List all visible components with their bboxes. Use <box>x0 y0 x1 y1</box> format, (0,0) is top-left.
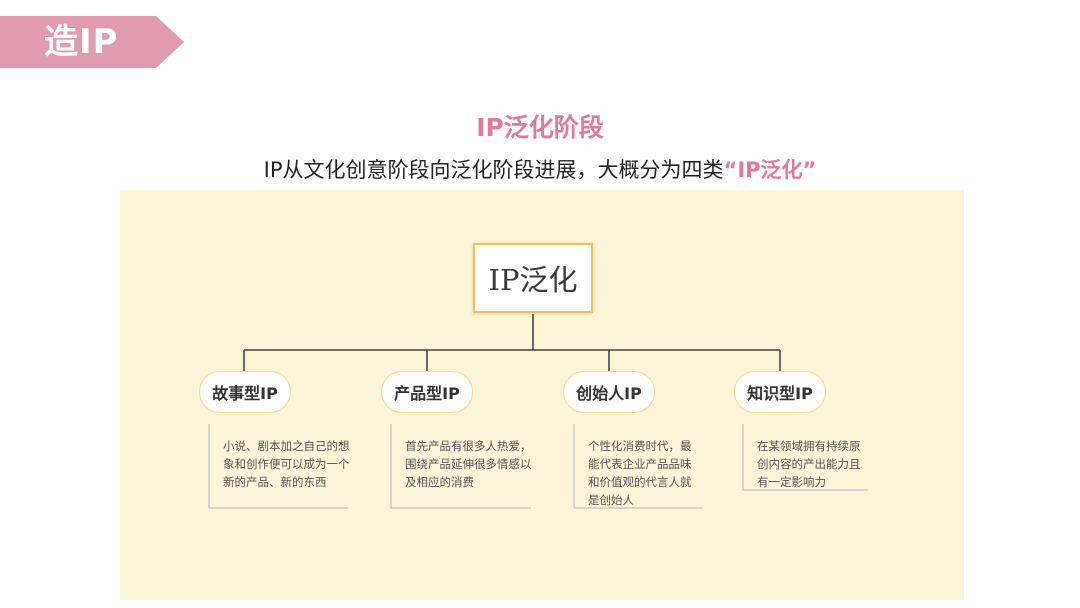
section-banner <box>0 16 184 68</box>
desc-bracket-2 <box>390 424 531 509</box>
category-description-founder: 个性化消费时代，最能代表企业产品品味和价值观的代言人就是创始人 <box>588 439 692 507</box>
desc-bracket-4 <box>742 424 868 491</box>
category-node-founder: 创始人IP <box>563 371 655 413</box>
subtitle-highlight: “IP泛化” <box>723 158 817 182</box>
root-node: IP泛化 <box>473 243 593 313</box>
desc-bracket-3 <box>573 424 702 509</box>
subtitle-text: IP从文化创意阶段向泛化阶段进展，大概分为四类 <box>263 158 724 182</box>
desc-bracket-1 <box>208 424 348 509</box>
category-description-knowledge: 在某领域拥有持续原创内容的产出能力且有一定影响力 <box>757 439 861 489</box>
category-node-product: 产品型IP <box>381 371 473 413</box>
category-description-story: 小说、剧本加之自己的想象和创作便可以成为一个新的产品、新的东西 <box>223 439 350 489</box>
category-node-story: 故事型IP <box>199 371 291 413</box>
category-node-knowledge: 知识型IP <box>734 371 826 413</box>
category-description-product: 首先产品有很多人热爱，围绕产品延伸很多情感以及相应的消费 <box>405 439 532 489</box>
page-subtitle: IP从文化创意阶段向泛化阶段进展，大概分为四类“IP泛化” <box>0 154 1080 184</box>
page-title: IP泛化阶段 <box>476 113 604 142</box>
section-banner-label: 造IP <box>44 22 119 62</box>
